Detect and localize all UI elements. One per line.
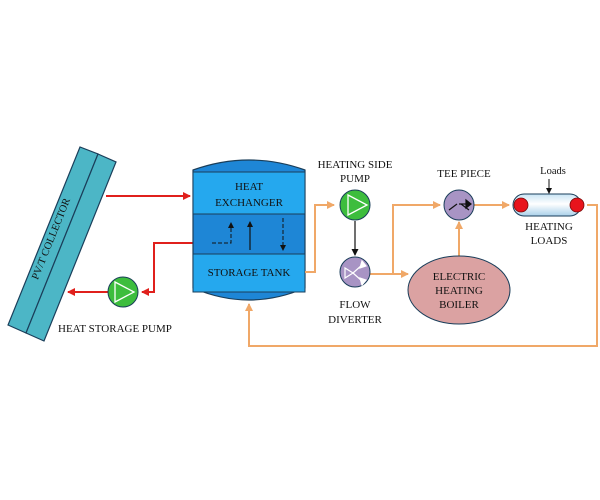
tee-valve-icon <box>448 198 472 211</box>
collector-loop <box>67 192 193 296</box>
pvt-collector: PV/T COLLECTOR <box>7 146 117 342</box>
flow-diverter-label-line2: DIVERTER <box>328 314 382 326</box>
boiler-label-line1: ELECTRIC <box>433 271 486 283</box>
loads-label: Loads <box>540 166 566 177</box>
heat-storage-pump <box>107 276 139 308</box>
storage-tank-label: STORAGE TANK <box>208 267 291 279</box>
diverter-valve-icon <box>344 259 368 287</box>
loads-return-pipe <box>245 204 598 347</box>
boiler-label-line2: HEATING <box>435 285 483 297</box>
flow-diverter-label-line1: FLOW <box>339 299 371 311</box>
heating-loads <box>512 193 585 217</box>
pump-triangle-icon <box>114 280 136 304</box>
heat-exchanger-panel <box>192 171 306 215</box>
heating-loads-label-line1: HEATING <box>525 221 573 233</box>
heat-exchanger-label-line2: EXCHANGER <box>215 197 283 209</box>
load-outlet-icon <box>569 197 585 213</box>
storage-tank: HEAT EXCHANGER STORAGE TANK <box>192 159 306 301</box>
heat-storage-pump-label: HEAT STORAGE PUMP <box>58 323 172 335</box>
tank-to-pump-pipe <box>305 201 335 273</box>
boiler-label-line3: BOILER <box>439 299 479 311</box>
tee-piece <box>443 189 475 221</box>
pump-triangle-icon-2 <box>347 193 369 217</box>
tank-return-pipe <box>141 242 193 296</box>
heating-side-pump-label-line1: HEATING SIDE <box>318 159 393 171</box>
flow-diverter <box>339 256 371 288</box>
tee-piece-label: TEE PIECE <box>437 168 491 180</box>
load-inlet-icon <box>513 197 529 213</box>
electric-heating-boiler <box>407 255 511 325</box>
heating-loads-label-line2: LOADS <box>531 235 568 247</box>
heat-exchanger-label-line1: HEAT <box>235 181 263 193</box>
heating-side-pump-label-line2: PUMP <box>340 173 370 185</box>
internal-flow-up <box>212 222 234 244</box>
heating-side-pump <box>339 189 371 221</box>
heating-loop <box>245 201 598 347</box>
diverter-to-tee-pipe <box>392 201 441 274</box>
